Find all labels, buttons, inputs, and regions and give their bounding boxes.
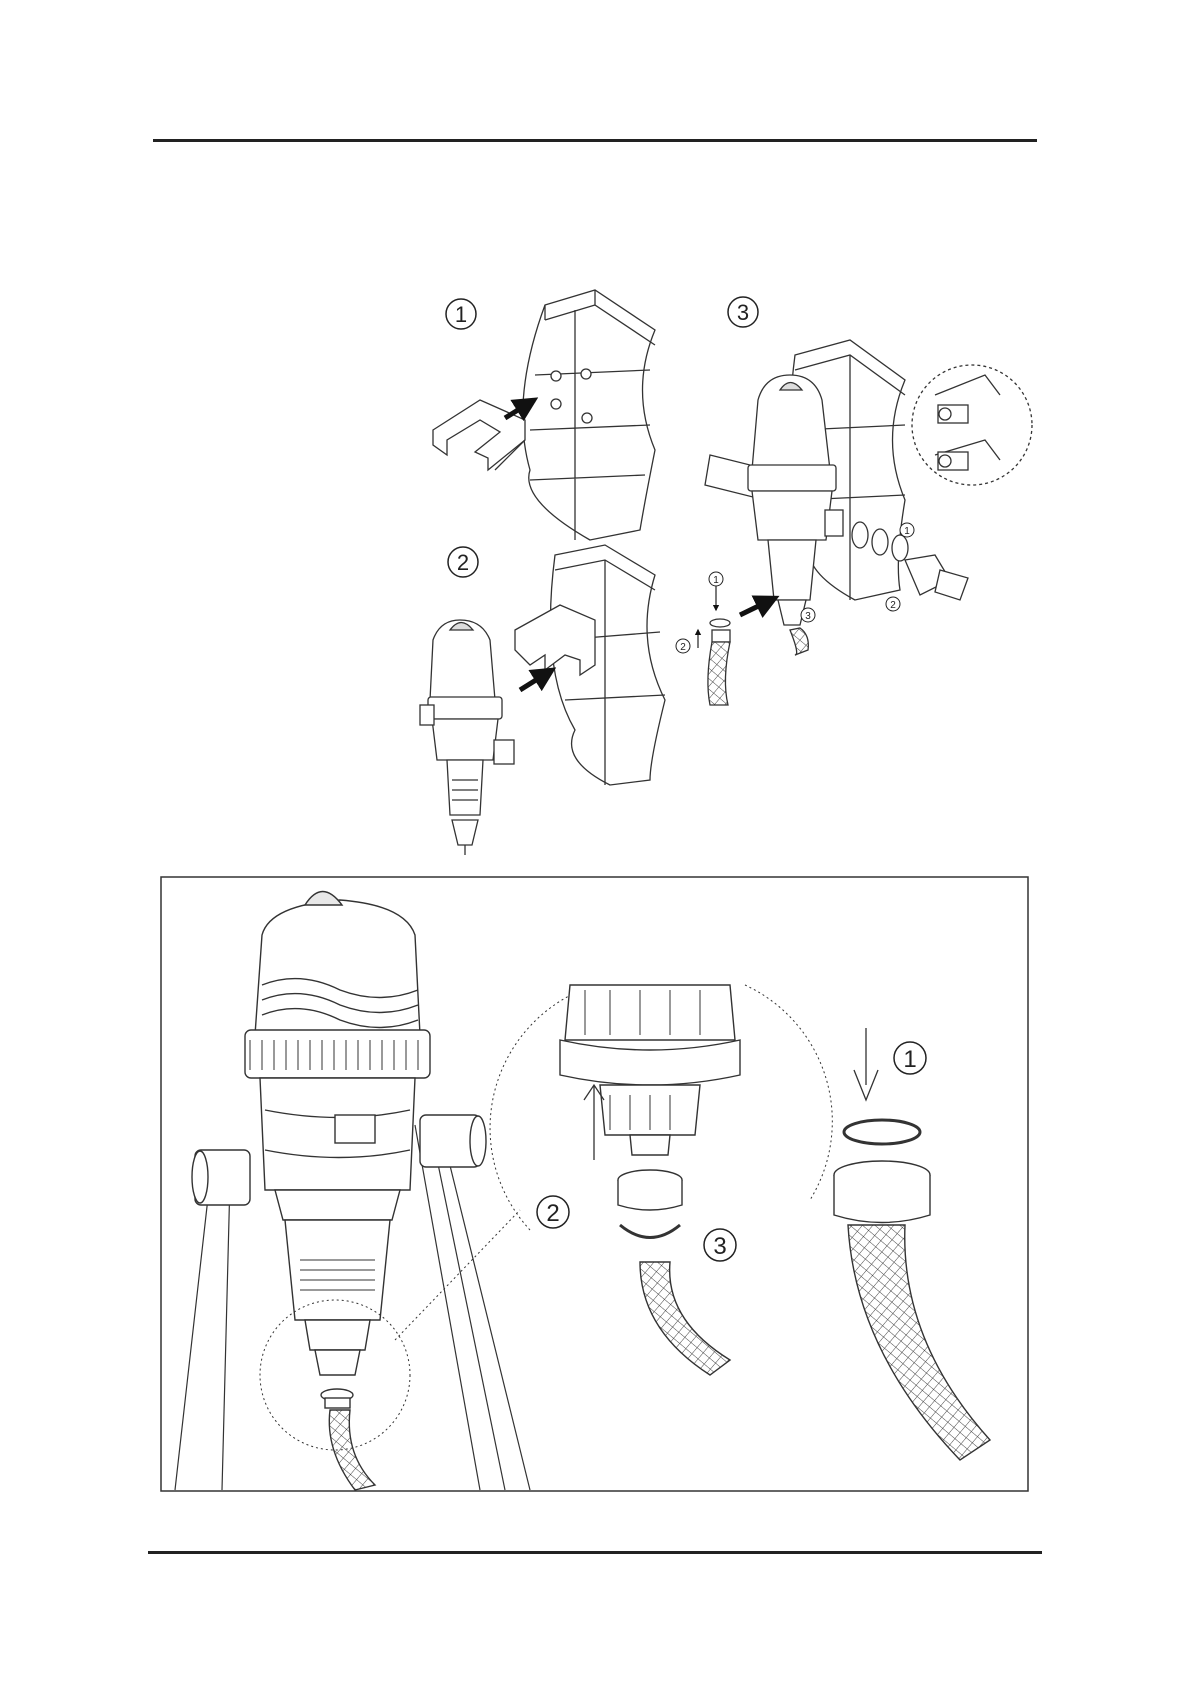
svg-text:2: 2 <box>457 550 469 575</box>
badge-hose-2: 2 <box>676 639 690 653</box>
svg-text:1: 1 <box>713 575 719 586</box>
step-3-panel <box>698 340 1032 705</box>
dispenser-small <box>420 620 514 855</box>
badge-step-2: 2 <box>448 547 478 577</box>
svg-text:2: 2 <box>546 1200 559 1227</box>
seal-gasket <box>844 1120 920 1144</box>
bottom-badge-3: 3 <box>704 1229 736 1261</box>
svg-text:1: 1 <box>455 302 467 327</box>
badge-union-1: 1 <box>900 523 914 537</box>
badge-union-2: 2 <box>886 597 900 611</box>
svg-text:1: 1 <box>903 1046 916 1073</box>
svg-text:2: 2 <box>680 642 686 653</box>
svg-text:3: 3 <box>737 300 749 325</box>
badge-hose-3: 3 <box>801 608 815 622</box>
seal-ring-a <box>852 522 868 548</box>
bottom-badge-2: 2 <box>537 1196 569 1228</box>
bottom-badge-1: 1 <box>894 1042 926 1074</box>
bolt-detail-zoom <box>912 365 1032 485</box>
step-2-panel <box>420 545 665 855</box>
svg-text:1: 1 <box>904 526 910 537</box>
svg-text:2: 2 <box>890 600 896 611</box>
wall-bracket <box>433 400 525 470</box>
seal-ring-c <box>892 535 908 561</box>
svg-text:3: 3 <box>713 1233 726 1260</box>
badge-step-3: 3 <box>728 297 758 327</box>
badge-hose-1: 1 <box>709 572 723 586</box>
seal-ring-b <box>872 529 888 555</box>
svg-text:3: 3 <box>805 611 811 622</box>
badge-step-1: 1 <box>446 299 476 329</box>
hose-small <box>708 642 730 705</box>
